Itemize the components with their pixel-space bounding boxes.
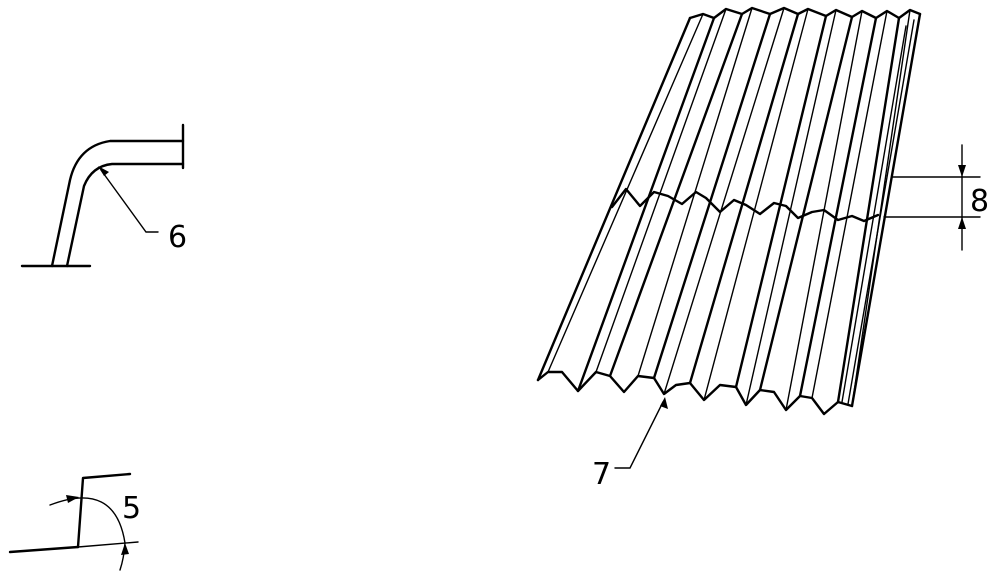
ridge-line — [785, 10, 863, 411]
dimension-8 — [883, 144, 981, 251]
corrugation-ridges — [536, 7, 911, 411]
bend-leader — [98, 166, 159, 233]
ridge-line — [758, 15, 854, 392]
ridge-line — [688, 12, 800, 385]
ridge-line — [798, 16, 878, 398]
label-5: 5 — [122, 491, 141, 526]
ridge-line — [608, 12, 744, 378]
ridge-line — [745, 9, 837, 406]
bent-flange-profile — [20, 123, 185, 268]
ridge-line — [851, 9, 911, 407]
ridge-line — [637, 7, 753, 377]
overlap-leader — [614, 397, 668, 469]
ridge-line — [547, 13, 704, 373]
ridge-line — [652, 12, 772, 380]
ridge-line — [595, 8, 727, 373]
ridge-line — [663, 7, 785, 395]
ridge-line — [734, 14, 828, 389]
ridge-line — [576, 16, 716, 393]
ridge-line — [836, 16, 901, 404]
angle-detail — [8, 472, 139, 571]
corrugated-sheet — [536, 6, 922, 416]
ridge-line — [703, 8, 809, 401]
ridge-line — [811, 10, 888, 399]
label-8: 8 — [970, 184, 989, 219]
label-6: 6 — [168, 220, 187, 255]
label-7: 7 — [592, 457, 611, 492]
ridge-line — [536, 16, 692, 382]
